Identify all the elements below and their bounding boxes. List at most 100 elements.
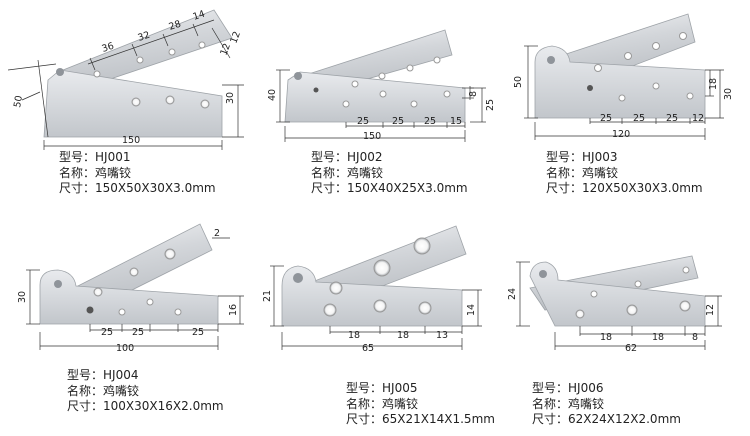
size-label: 尺寸：: [546, 181, 583, 195]
dim-hj005-5: 13: [436, 330, 448, 341]
caption-name-row: 名称：鸡嘴铰: [532, 397, 681, 413]
caption-hj001: 型号：HJ001 名称：鸡嘴铰 尺寸：150X50X30X3.0mm: [59, 150, 216, 197]
size-value: 62X24X12X2.0mm: [568, 412, 681, 426]
dim-hj005-1: 21: [262, 290, 273, 302]
size-value: 150X50X30X3.0mm: [95, 181, 216, 195]
dim-hj005-2: 14: [466, 304, 477, 316]
name-value: 鸡嘴铰: [382, 396, 419, 411]
name-label: 名称：: [346, 396, 383, 411]
model-value: HJ006: [568, 381, 604, 395]
caption-model-row: 型号：HJ005: [346, 381, 495, 397]
dim-hj004-5: 25: [132, 327, 144, 338]
dim-hj003-3: 30: [723, 88, 734, 100]
size-label: 尺寸：: [311, 181, 348, 195]
dim-hj002-1: 40: [267, 89, 278, 101]
model-value: HJ002: [347, 150, 383, 164]
caption-hj004: 型号：HJ004 名称：鸡嘴铰 尺寸：100X30X16X2.0mm: [67, 368, 224, 415]
name-label: 名称：: [311, 165, 348, 180]
dim-hj004-2: 2: [214, 228, 220, 239]
dim-hj003-2: 18: [708, 78, 719, 90]
dim-hj004-6: 25: [192, 327, 204, 338]
size-value: 150X40X25X3.0mm: [347, 181, 468, 195]
dim-hj004-1: 30: [17, 291, 28, 303]
model-label: 型号：: [546, 150, 583, 164]
model-label: 型号：: [311, 150, 348, 164]
dim-hj005-4: 18: [397, 330, 409, 341]
dim-hj003-1: 50: [513, 76, 524, 88]
dim-hj003-8: 120: [612, 129, 630, 140]
dim-hj001-6: 28: [168, 19, 183, 33]
dim-hj001-7: 14: [192, 9, 207, 23]
caption-hj002: 型号：HJ002 名称：鸡嘴铰 尺寸：150X40X25X3.0mm: [311, 150, 468, 197]
hinge-drawing-hj003: 50 18 30 25 25 25 12 120: [513, 13, 734, 140]
dim-hj001-3: 150: [122, 135, 140, 146]
name-value: 鸡嘴铰: [347, 165, 384, 180]
dim-hj004-7: 100: [116, 343, 134, 354]
dim-hj001-4: 36: [101, 41, 116, 55]
name-label: 名称：: [59, 165, 96, 180]
dim-hj002-3: 8: [468, 91, 479, 97]
model-value: HJ001: [95, 150, 131, 164]
size-label: 尺寸：: [67, 399, 104, 413]
caption-hj005: 型号：HJ005 名称：鸡嘴铰 尺寸：65X21X14X1.5mm: [346, 381, 495, 428]
model-label: 型号：: [59, 150, 96, 164]
dim-hj002-5: 25: [392, 116, 404, 127]
caption-model-row: 型号：HJ002: [311, 150, 468, 166]
dim-hj002-8: 150: [363, 131, 381, 142]
dim-hj001-5: 32: [137, 30, 152, 44]
name-value: 鸡嘴铰: [582, 165, 619, 180]
dim-hj002-2: 25: [485, 99, 496, 111]
model-value: HJ005: [382, 381, 418, 395]
caption-hj003: 型号：HJ003 名称：鸡嘴铰 尺寸：120X50X30X3.0mm: [546, 150, 703, 197]
name-label: 名称：: [67, 383, 104, 398]
caption-size-row: 尺寸：100X30X16X2.0mm: [67, 399, 224, 415]
hinge-drawing-hj006: 24 12 18 18 8 62: [507, 255, 722, 354]
dim-hj005-3: 18: [348, 330, 360, 341]
caption-name-row: 名称：鸡嘴铰: [59, 166, 216, 182]
dim-hj001-2: 30: [225, 92, 236, 104]
dim-hj002-7: 15: [450, 116, 462, 127]
name-value: 鸡嘴铰: [95, 165, 132, 180]
size-label: 尺寸：: [59, 181, 96, 195]
size-label: 尺寸：: [346, 412, 383, 426]
dim-hj005-6: 65: [362, 343, 374, 354]
name-value: 鸡嘴铰: [103, 383, 140, 398]
dim-hj001-1: 50: [12, 95, 25, 109]
dim-hj006-6: 62: [625, 343, 637, 354]
caption-model-row: 型号：HJ003: [546, 150, 703, 166]
model-label: 型号：: [67, 368, 104, 382]
caption-size-row: 尺寸：120X50X30X3.0mm: [546, 181, 703, 197]
caption-size-row: 尺寸：150X40X25X3.0mm: [311, 181, 468, 197]
dim-hj006-3: 18: [600, 332, 612, 343]
caption-hj006: 型号：HJ006 名称：鸡嘴铰 尺寸：62X24X12X2.0mm: [532, 381, 681, 428]
caption-size-row: 尺寸：62X24X12X2.0mm: [532, 412, 681, 428]
hinge-drawing-hj001: 50 30 150 36 32 28 14 12 12: [7, 9, 244, 150]
dim-hj001-8: 12: [228, 30, 242, 45]
caption-model-row: 型号：HJ006: [532, 381, 681, 397]
caption-name-row: 名称：鸡嘴铰: [346, 397, 495, 413]
dim-hj002-6: 25: [424, 116, 436, 127]
name-label: 名称：: [532, 396, 569, 411]
caption-size-row: 尺寸：150X50X30X3.0mm: [59, 181, 216, 197]
dim-hj004-3: 16: [228, 304, 239, 316]
dim-hj003-5: 25: [633, 113, 645, 124]
name-label: 名称：: [546, 165, 583, 180]
dim-hj003-4: 25: [600, 113, 612, 124]
dim-hj006-1: 24: [507, 288, 518, 300]
dim-hj003-7: 12: [692, 113, 704, 124]
dim-hj003-6: 25: [666, 113, 678, 124]
caption-name-row: 名称：鸡嘴铰: [311, 166, 468, 182]
dim-hj002-4: 25: [357, 116, 369, 127]
dim-hj006-5: 8: [692, 332, 698, 343]
hinge-drawing-hj002: 40 25 8 25 25 25 15 150: [267, 29, 496, 142]
caption-model-row: 型号：HJ001: [59, 150, 216, 166]
hinge-drawing-hj005: 21 14 18 18 13 65: [262, 225, 482, 354]
caption-name-row: 名称：鸡嘴铰: [546, 166, 703, 182]
caption-model-row: 型号：HJ004: [67, 368, 224, 384]
size-value: 120X50X30X3.0mm: [582, 181, 703, 195]
caption-size-row: 尺寸：65X21X14X1.5mm: [346, 412, 495, 428]
size-value: 65X21X14X1.5mm: [382, 412, 495, 426]
size-value: 100X30X16X2.0mm: [103, 399, 224, 413]
caption-name-row: 名称：鸡嘴铰: [67, 384, 224, 400]
